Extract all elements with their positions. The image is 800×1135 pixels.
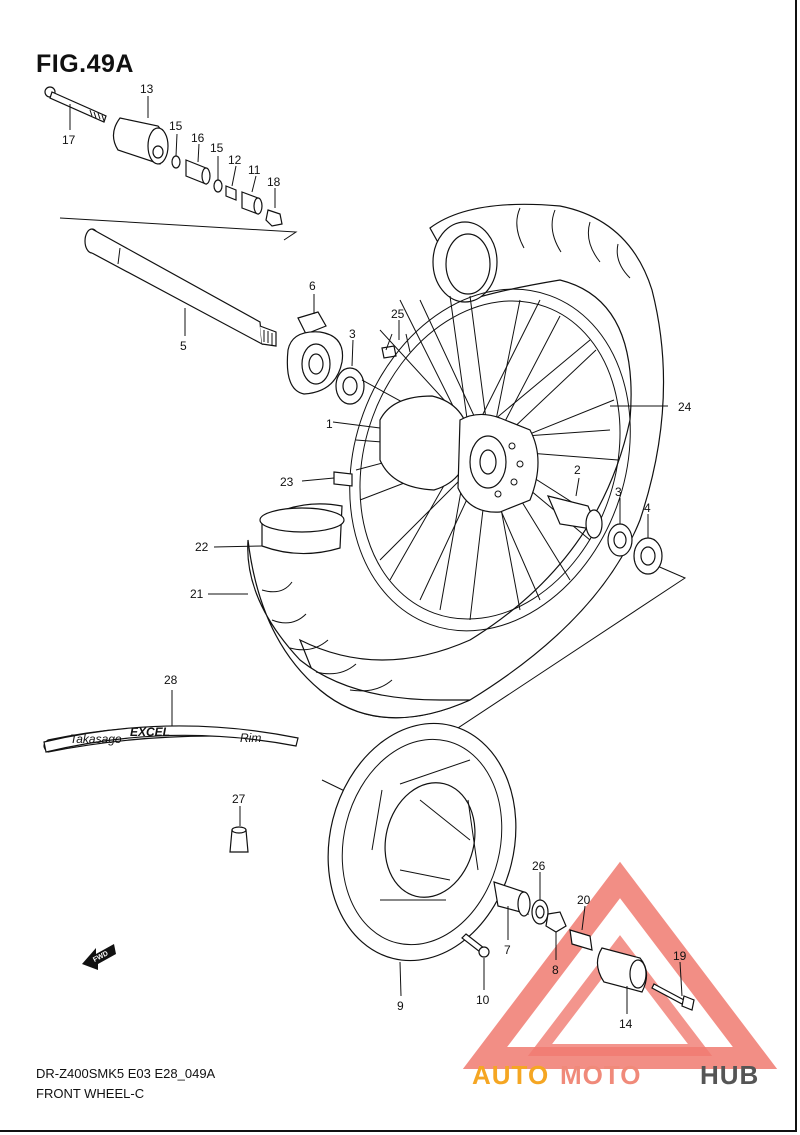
callout-14: 14 [619, 1017, 633, 1031]
spacer-parts [171, 155, 283, 227]
bush-20 [569, 929, 593, 951]
disc-bolt-10 [461, 933, 490, 958]
callout-13: 13 [140, 82, 154, 96]
watermark-text: AUTO MOTO HUB [472, 1060, 759, 1090]
callout-numbers: 1 2 3 3 4 5 6 7 8 9 10 11 12 13 14 15 15… [62, 82, 692, 1031]
bearing-3-right [607, 523, 633, 557]
wheel-hub-1 [379, 395, 539, 513]
valve-cap-27 [229, 826, 249, 853]
oil-seal-4 [633, 537, 663, 575]
callout-8: 8 [552, 963, 559, 977]
axle-bolt-17 [44, 86, 107, 123]
callout-3b: 3 [615, 485, 622, 499]
callout-12: 12 [228, 153, 242, 167]
watermark-logo-icon [462, 861, 778, 1069]
inner-tube-23 [333, 471, 353, 487]
callout-21: 21 [190, 587, 204, 601]
model-code-caption: DR-Z400SMK5 E03 E28_049A [36, 1066, 216, 1081]
hub-spacer-2 [546, 495, 603, 539]
callout-19: 19 [673, 949, 687, 963]
bolt-19 [651, 983, 695, 1011]
callout-5: 5 [180, 339, 187, 353]
callout-4: 4 [644, 501, 651, 515]
callout-25: 25 [391, 307, 405, 321]
callout-18: 18 [267, 175, 281, 189]
callout-27: 27 [232, 792, 246, 806]
fwd-arrow-icon: FWD [82, 944, 116, 970]
callout-9: 9 [397, 999, 404, 1013]
seal-26 [531, 899, 549, 925]
rim-decal-brand-right: Rim [240, 731, 261, 745]
callout-24: 24 [678, 400, 692, 414]
callout-23: 23 [280, 475, 294, 489]
bearing-3-left [335, 367, 365, 405]
callout-17: 17 [62, 133, 76, 147]
section-name-caption: FRONT WHEEL-C [36, 1086, 145, 1101]
callout-6: 6 [309, 279, 316, 293]
callout-2: 2 [574, 463, 581, 477]
callout-20: 20 [577, 893, 591, 907]
axle-plane-line [59, 217, 298, 241]
disc-plane-line [321, 564, 687, 797]
callout-11: 11 [248, 163, 261, 177]
watermark-hub: HUB [700, 1060, 759, 1090]
spoke-nipple-25 [381, 345, 397, 359]
rim-decal-brand-left: Takasago [70, 732, 122, 746]
rim-decal-28: Takasago EXCEL Rim [43, 725, 299, 753]
front-axle-5 [84, 228, 277, 347]
callout-16: 16 [191, 131, 205, 145]
brake-disc-9 [327, 722, 517, 962]
rim-band-22 [259, 503, 345, 555]
callout-3a: 3 [349, 327, 356, 341]
leader-lines [69, 96, 683, 1014]
speedometer-gearbox-6 [286, 311, 344, 395]
figure-title: FIG.49A [36, 50, 134, 78]
tire-tread-21 [247, 539, 471, 719]
spacer-7 [493, 881, 531, 917]
callout-1: 1 [326, 417, 333, 431]
callout-15a: 15 [169, 119, 183, 133]
rim-decal-brand-main: EXCEL [130, 725, 170, 739]
watermark-auto: AUTO [472, 1060, 549, 1090]
watermark-moto: MOTO [560, 1060, 642, 1090]
callout-28: 28 [164, 673, 178, 687]
callout-26: 26 [532, 859, 546, 873]
collar-14 [596, 947, 648, 993]
callout-10: 10 [476, 993, 490, 1007]
callout-15b: 15 [210, 141, 224, 155]
nut-8 [545, 911, 567, 933]
collar-13 [112, 117, 169, 165]
callout-7: 7 [504, 943, 511, 957]
callout-22: 22 [195, 540, 209, 554]
